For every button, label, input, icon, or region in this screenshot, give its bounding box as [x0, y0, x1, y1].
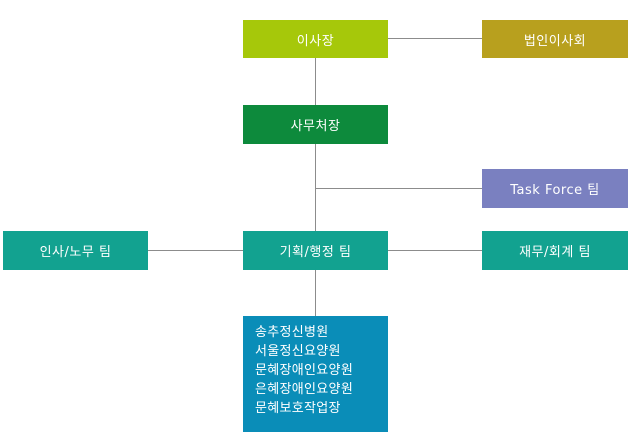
task-force-box: Task Force 팀 [482, 169, 628, 208]
institution-item: 송추정신병원 [255, 325, 329, 340]
chairman-box: 이사장 [243, 20, 388, 58]
institution-item: 문혜장애인요양원 [255, 363, 354, 378]
connector-chairman-board [388, 38, 482, 39]
connector-taskforce [315, 188, 482, 189]
secretary-label: 사무처장 [290, 119, 341, 134]
finance-accounting-label: 재무/회계 팀 [519, 245, 591, 260]
secretary-general-box: 사무처장 [243, 105, 388, 144]
connector-vertical-main [315, 58, 316, 316]
institution-item: 서울정신요양원 [255, 344, 341, 359]
hr-labor-team-box: 인사/노무 팀 [3, 231, 148, 270]
connector-hr [148, 250, 243, 251]
hr-labor-label: 인사/노무 팀 [39, 245, 112, 260]
planning-admin-label: 기획/행정 팀 [279, 245, 352, 260]
connector-finance [388, 250, 482, 251]
institution-item: 문혜보호작업장 [255, 401, 341, 416]
board-of-directors-box: 법인이사회 [482, 20, 628, 58]
board-label: 법인이사회 [523, 33, 587, 49]
institution-item: 은혜장애인요양원 [255, 382, 354, 397]
finance-accounting-team-box: 재무/회계 팀 [482, 231, 628, 270]
affiliated-institutions-box: 송추정신병원 서울정신요양원 문혜장애인요양원 은혜장애인요양원 문혜보호작업장 [243, 316, 388, 432]
planning-admin-team-box: 기획/행정 팀 [243, 231, 388, 270]
task-force-label: Task Force 팀 [510, 183, 600, 198]
chairman-label: 이사장 [296, 33, 335, 49]
